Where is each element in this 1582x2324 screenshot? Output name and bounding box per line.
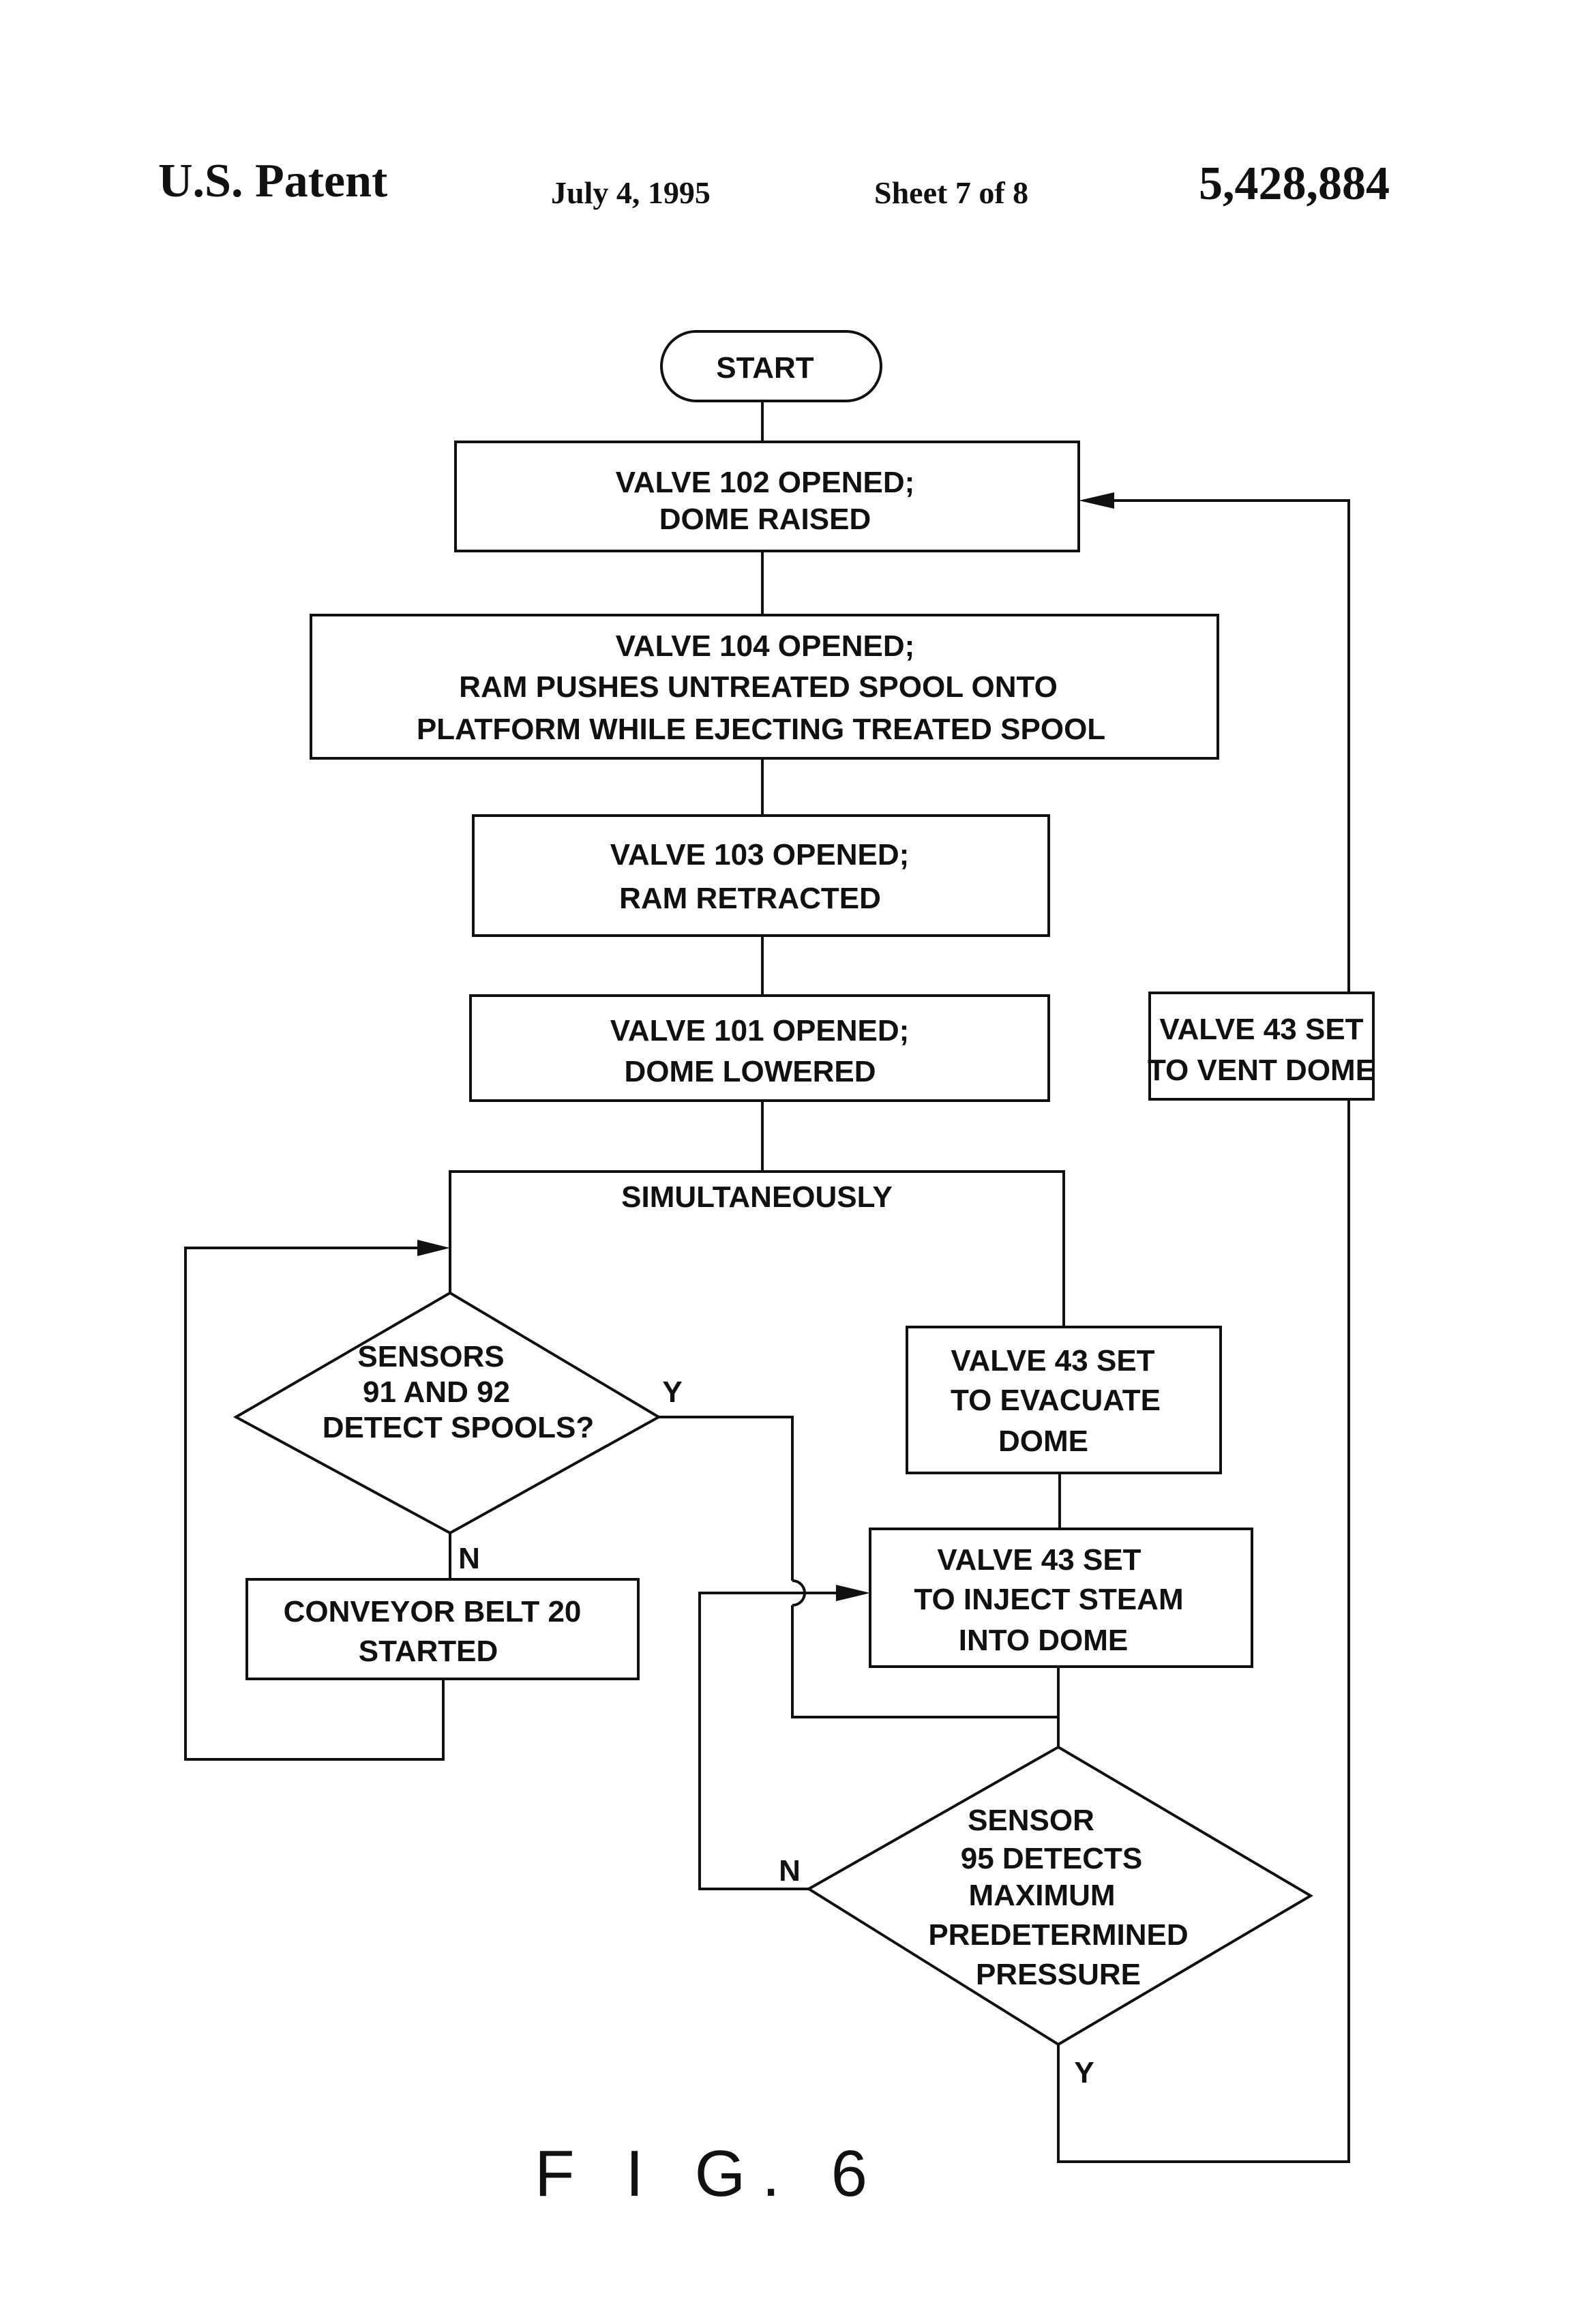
vent-line-2: TO VENT DOME	[1148, 1054, 1375, 1087]
pressure-decision-line-1: SENSOR	[968, 1804, 1094, 1837]
sensors-yes-label: Y	[662, 1375, 682, 1409]
connector-pressure-no-loop	[700, 1593, 846, 1889]
evacuate-line-1: VALVE 43 SET	[951, 1344, 1154, 1377]
inject-line-1: VALVE 43 SET	[937, 1543, 1141, 1577]
pressure-yes-label: Y	[1074, 2056, 1094, 2089]
inject-line-2: TO INJECT STEAM	[914, 1583, 1183, 1616]
sensors-decision-line-1: SENSORS	[357, 1340, 504, 1373]
sensors-decision-line-3: DETECT SPOOLS?	[323, 1411, 594, 1444]
pressure-decision-line-3: MAXIMUM	[968, 1879, 1115, 1912]
valve101-line-2: DOME LOWERED	[624, 1055, 876, 1088]
pressure-decision-line-5: PRESSURE	[976, 1958, 1141, 1991]
valve102-line-1: VALVE 102 OPENED;	[616, 466, 915, 499]
inject-line-3: INTO DOME	[959, 1624, 1129, 1657]
vent-line-1: VALVE 43 SET	[1159, 1013, 1363, 1046]
start-label: START	[716, 351, 814, 385]
pressure-no-label: N	[779, 1854, 801, 1888]
conveyor-line-1: CONVEYOR BELT 20	[284, 1595, 582, 1628]
connector-sensors-yes-line	[659, 1417, 792, 1581]
figure-label: F I G. 6	[535, 2137, 884, 2210]
arrowhead-sensors-loop	[417, 1240, 450, 1256]
arrowhead-inject-input	[836, 1585, 870, 1601]
evacuate-line-2: TO EVACUATE	[951, 1384, 1161, 1417]
pressure-decision-line-2: 95 DETECTS	[961, 1842, 1143, 1875]
arrowhead-valve102-input	[1079, 492, 1114, 509]
sensors-no-label: N	[458, 1542, 480, 1575]
valve103-box	[473, 816, 1049, 936]
evacuate-line-3: DOME	[998, 1425, 1088, 1458]
valve104-line-3: PLATFORM WHILE EJECTING TREATED SPOOL	[417, 713, 1105, 746]
pressure-decision-line-4: PREDETERMINED	[928, 1918, 1188, 1952]
conveyor-line-2: STARTED	[359, 1635, 498, 1668]
valve104-line-1: VALVE 104 OPENED;	[616, 629, 915, 663]
valve104-line-2: RAM PUSHES UNTREATED SPOOL ONTO	[459, 670, 1058, 704]
simultaneously-label: SIMULTANEOUSLY	[621, 1180, 893, 1214]
valve103-line-1: VALVE 103 OPENED;	[610, 838, 910, 872]
valve101-line-1: VALVE 101 OPENED;	[610, 1014, 910, 1047]
sensors-decision-line-2: 91 AND 92	[363, 1375, 510, 1409]
valve102-line-2: DOME RAISED	[659, 503, 871, 536]
valve103-line-2: RAM RETRACTED	[619, 882, 881, 915]
